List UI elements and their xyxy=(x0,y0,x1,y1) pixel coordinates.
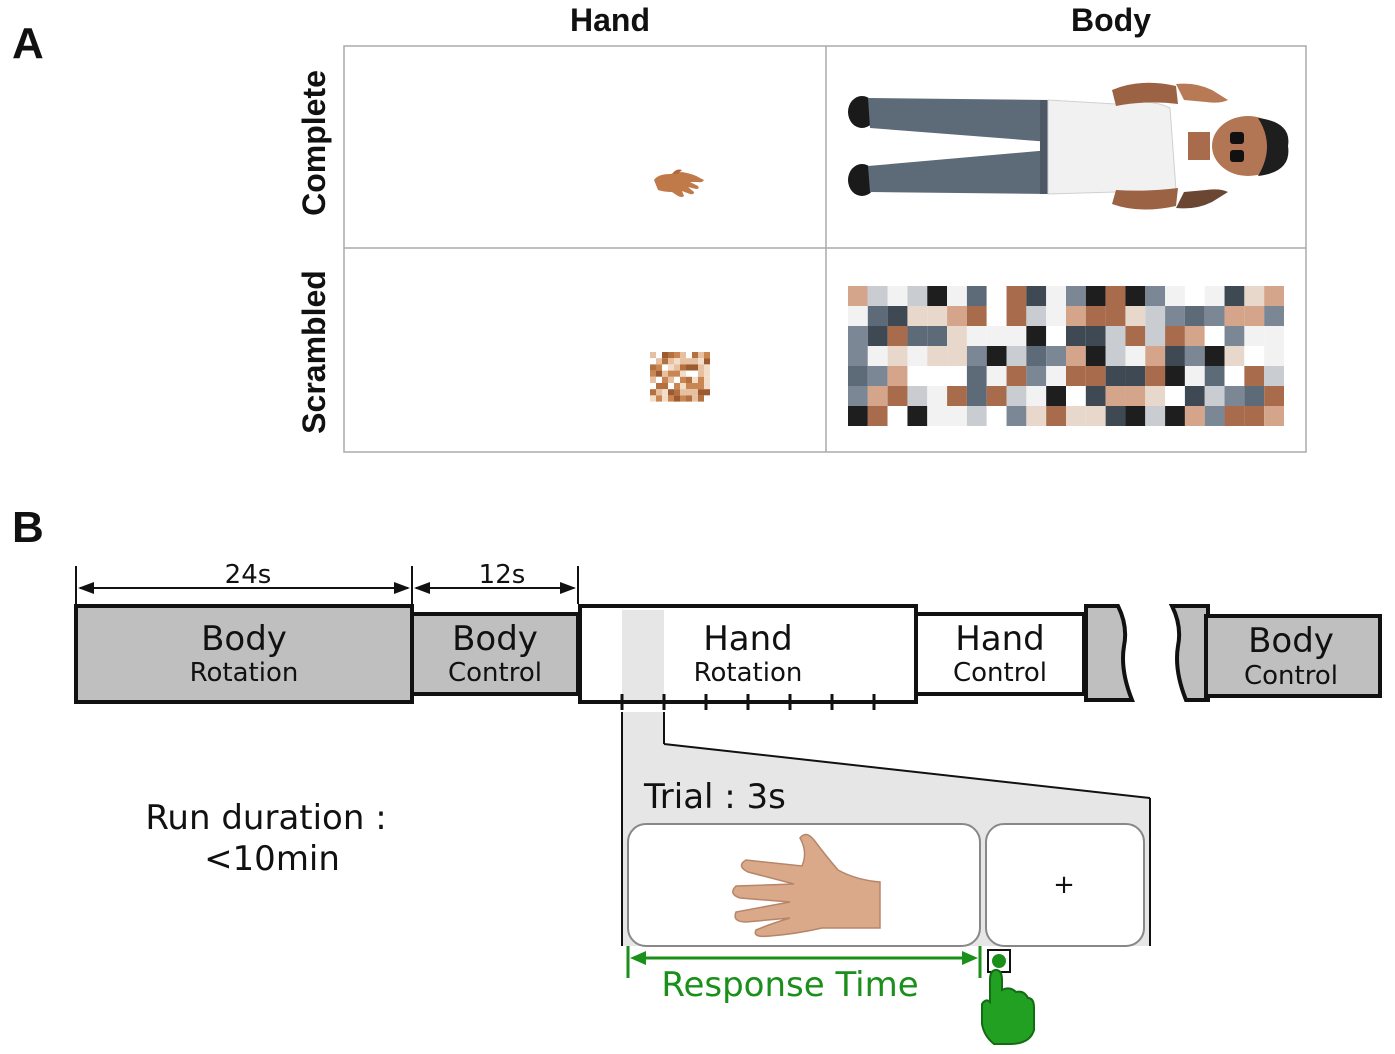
trial-zoom xyxy=(621,712,1151,947)
block-3-subtitle: Rotation xyxy=(694,658,803,688)
trial-ticks xyxy=(580,694,916,710)
small-hand-icon xyxy=(654,169,704,197)
row-header-scrambled: Scrambled xyxy=(296,270,332,434)
block-3-title: Hand xyxy=(703,619,793,659)
fixation-cross: + xyxy=(1053,870,1075,900)
fixation-frame xyxy=(985,823,1145,947)
duration-24s: 24s xyxy=(225,560,272,590)
block-1-subtitle: Rotation xyxy=(190,658,299,688)
row-header-complete: Complete xyxy=(296,70,332,216)
duration-12s: 12s xyxy=(479,560,526,590)
response-time-label: Response Time xyxy=(661,965,918,1005)
pointing-finger-icon xyxy=(981,968,1035,1045)
block-5-title: Body xyxy=(1248,621,1334,661)
block-5-subtitle: Control xyxy=(1244,661,1338,691)
scrambled-body-mosaic xyxy=(848,286,1284,426)
run-duration-line2: <10min xyxy=(204,839,340,879)
block-4-title: Hand xyxy=(955,619,1045,659)
trial-label: Trial : 3s xyxy=(643,777,786,817)
block-1-title: Body xyxy=(201,619,287,659)
response-button-icon xyxy=(987,949,1011,973)
block-body-control xyxy=(410,612,580,696)
scrambled-hand-mosaic xyxy=(650,352,710,402)
timeline-break-right xyxy=(1168,604,1210,702)
block-body-rotation xyxy=(74,604,414,704)
lying-body-icon xyxy=(848,82,1289,210)
response-time-arrow xyxy=(626,946,982,978)
block-hand-control xyxy=(914,612,1086,696)
block-body-control-last xyxy=(1204,614,1382,698)
timeline-break-left xyxy=(1084,604,1135,702)
panel-b-label: B xyxy=(12,503,44,552)
col-header-body: Body xyxy=(1071,2,1151,38)
run-duration-line1: Run duration : xyxy=(145,798,386,838)
timeline xyxy=(74,604,1382,710)
block-2-title: Body xyxy=(452,619,538,659)
block-4-subtitle: Control xyxy=(953,658,1047,688)
hand-stimulus-icon xyxy=(732,833,881,938)
panel-a-label: A xyxy=(12,19,44,68)
block-2-subtitle: Control xyxy=(448,658,542,688)
duration-markers xyxy=(75,566,579,604)
trial-highlight xyxy=(622,610,664,700)
col-header-hand: Hand xyxy=(570,2,650,38)
